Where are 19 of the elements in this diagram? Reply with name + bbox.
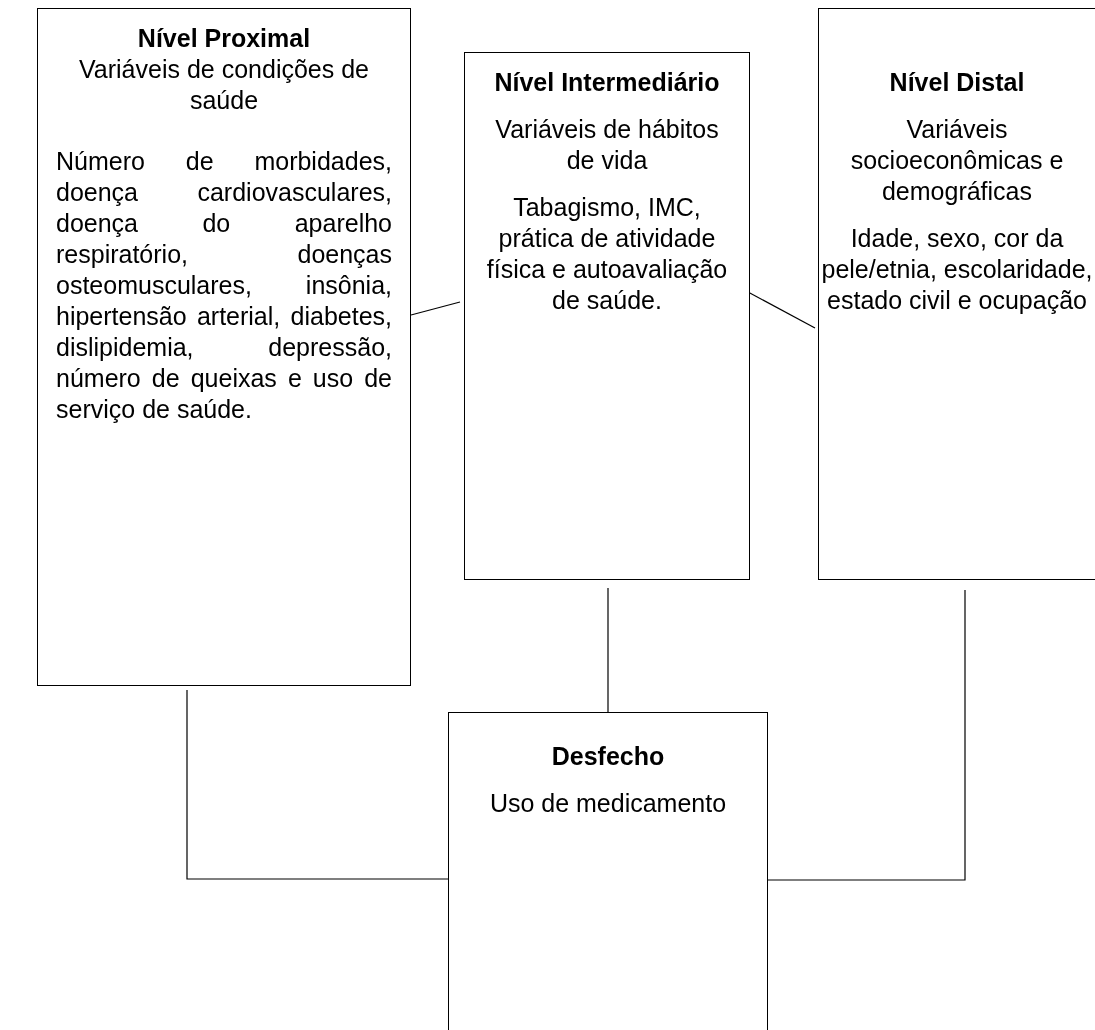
box-heading: Nível Proximal [136, 23, 312, 54]
connector-line [607, 587, 609, 713]
box-text: Variáveis de hábitos de vida [494, 114, 720, 176]
text-box [818, 8, 1095, 580]
box-heading: Nível Distal [888, 67, 1026, 98]
box-text: Número de morbidades, doença cardiovasculares, doença do aparelho respiratório, doenças osteomusculares, insônia, hipertensão arterial, diabetes, dislipidemia, depressão, número de queixas e uso de serviço de saúde. [56, 146, 392, 425]
text-box [448, 712, 768, 1030]
text-box [37, 8, 411, 686]
box-heading: Nível Intermediário [493, 67, 721, 98]
box-text: Uso de medicamento [488, 788, 728, 819]
box-text: Tabagismo, IMC, prática de atividade física e autoavaliação de saúde. [485, 192, 729, 316]
text-box [464, 52, 750, 580]
connector-line [767, 589, 966, 881]
box-text: Variáveis socioeconômicas e demográficas [849, 114, 1065, 207]
box-heading: Desfecho [550, 741, 666, 772]
connector-line [186, 689, 449, 880]
box-text: Variáveis de condições de saúde [78, 54, 370, 116]
connector-line [410, 301, 461, 316]
box-text: Idade, sexo, cor da pele/etnia, escolaridade, estado civil e ocupação [820, 223, 1094, 316]
